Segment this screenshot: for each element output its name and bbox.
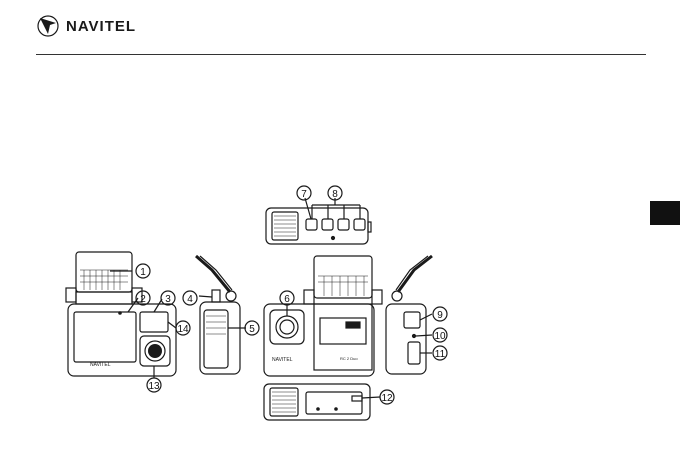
callout-6: 6 <box>279 290 295 306</box>
brand-logo: NAVITEL <box>36 14 136 38</box>
svg-text:9: 9 <box>437 310 443 321</box>
callout-11: 11 <box>432 345 448 361</box>
svg-text:8: 8 <box>332 189 338 200</box>
callout-10: 10 <box>432 327 448 343</box>
header-divider <box>36 54 646 55</box>
back-brand-label: NAVITEL <box>272 357 293 363</box>
callout-12: 12 <box>379 389 395 405</box>
svg-text:5: 5 <box>249 324 255 335</box>
left-side-view <box>195 254 246 375</box>
front-view <box>65 251 177 378</box>
callout-5: 5 <box>244 320 260 336</box>
section-tab <box>650 201 680 225</box>
svg-text:11: 11 <box>435 349 446 360</box>
svg-text:12: 12 <box>381 393 393 404</box>
brand-name: NAVITEL <box>66 17 137 35</box>
callout-13: 13 <box>146 377 162 393</box>
callout-markers: 1 2 3 4 5 6 7 8 9 10 11 12 13 14 <box>135 185 448 405</box>
bottom-view <box>263 383 381 421</box>
front-brand-label: NAVITEL <box>90 362 111 368</box>
right-side-view <box>385 254 433 375</box>
page-header: NAVITEL <box>0 0 680 60</box>
svg-text:2: 2 <box>140 294 146 305</box>
callout-9: 9 <box>432 306 448 322</box>
top-view <box>265 197 372 245</box>
back-view <box>263 255 383 377</box>
svg-text:4: 4 <box>187 294 193 305</box>
callout-14: 14 <box>175 320 191 336</box>
svg-text:10: 10 <box>434 331 446 342</box>
svg-text:7: 7 <box>301 189 307 200</box>
svg-text:13: 13 <box>148 381 160 392</box>
callout-8: 8 <box>327 185 343 201</box>
callout-2: 2 <box>135 290 151 306</box>
navitel-logo-icon <box>37 15 59 37</box>
callout-7: 7 <box>296 185 312 201</box>
svg-text:1: 1 <box>140 267 146 278</box>
callout-1: 1 <box>135 263 151 279</box>
svg-text:14: 14 <box>177 324 189 335</box>
svg-text:3: 3 <box>165 294 171 305</box>
model-label: RC 2 Duo <box>340 356 358 361</box>
callout-4: 4 <box>182 290 198 306</box>
svg-text:6: 6 <box>284 294 290 305</box>
callout-3: 3 <box>160 290 176 306</box>
